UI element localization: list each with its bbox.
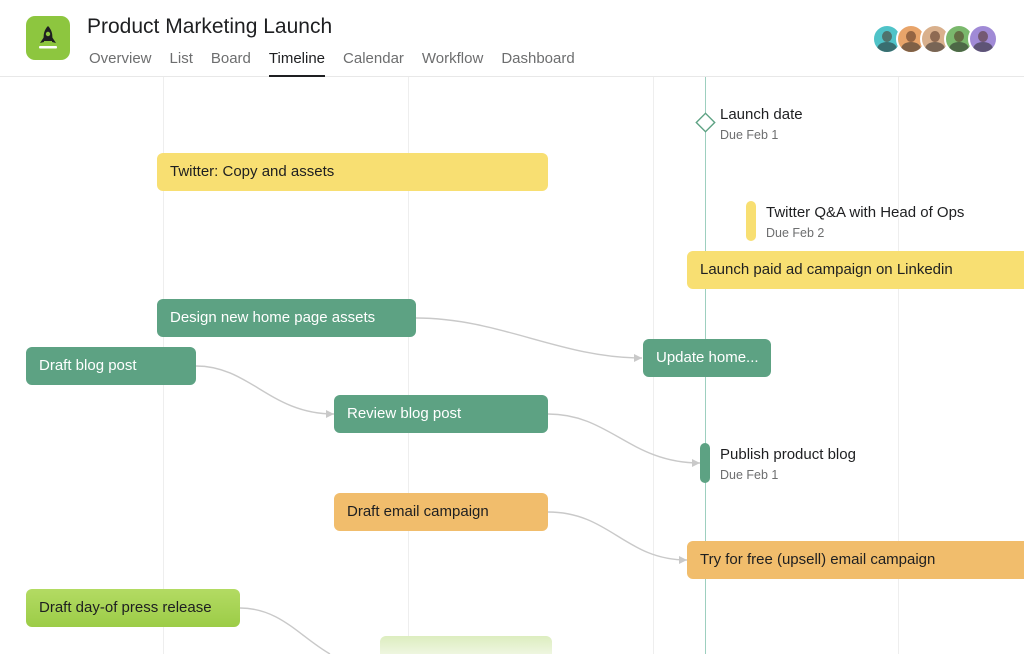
grid-line bbox=[408, 77, 409, 654]
milestone-diamond-icon bbox=[695, 112, 716, 133]
dependency-connectors bbox=[195, 112, 716, 654]
dependency-line bbox=[415, 317, 643, 359]
milestone-due-date: Due Feb 1 bbox=[720, 128, 779, 142]
avatar[interactable] bbox=[968, 24, 998, 54]
task-due-date: Due Feb 2 bbox=[766, 226, 825, 240]
tab-list[interactable]: List bbox=[169, 50, 193, 67]
task-bar-design-home-page[interactable]: Design new home page assets bbox=[157, 299, 416, 337]
member-avatars[interactable] bbox=[872, 24, 998, 54]
task-bar-press-release[interactable]: Draft day-of press release bbox=[26, 589, 240, 627]
project-header: Product Marketing Launch Overview List B… bbox=[0, 0, 1024, 77]
tab-calendar[interactable]: Calendar bbox=[343, 50, 404, 67]
task-bar-draft-email-campaign[interactable]: Draft email campaign bbox=[334, 493, 548, 531]
tab-workflow[interactable]: Workflow bbox=[421, 50, 484, 67]
dependency-line bbox=[547, 511, 688, 561]
task-bar-update-home[interactable]: Update home... bbox=[643, 339, 771, 377]
task-bar-partial[interactable] bbox=[380, 636, 552, 654]
grid-line bbox=[898, 77, 899, 654]
task-bar-review-blog-post[interactable]: Review blog post bbox=[334, 395, 548, 433]
timeline-canvas: Launch date Due Feb 1 Twitter: Copy and … bbox=[0, 77, 1024, 654]
task-marker[interactable] bbox=[746, 201, 756, 241]
project-title: Product Marketing Launch bbox=[87, 15, 333, 38]
task-bar-draft-blog-post[interactable]: Draft blog post bbox=[26, 347, 196, 385]
task-bar-paid-ad-linkedin[interactable]: Launch paid ad campaign on Linkedin bbox=[687, 251, 1024, 289]
task-bar-try-free-email[interactable]: Try for free (upsell) email campaign bbox=[687, 541, 1024, 579]
dependency-arrow bbox=[692, 459, 700, 467]
rocket-icon[interactable] bbox=[26, 16, 70, 60]
dependency-arrow bbox=[634, 354, 642, 362]
tab-timeline[interactable]: Timeline bbox=[268, 48, 326, 77]
task-marker[interactable] bbox=[700, 443, 710, 483]
task-bar-twitter-copy[interactable]: Twitter: Copy and assets bbox=[157, 153, 548, 191]
dependency-arrow bbox=[679, 556, 687, 564]
dependency-line bbox=[547, 413, 701, 464]
tab-dashboard[interactable]: Dashboard bbox=[501, 50, 575, 67]
dependency-line bbox=[195, 365, 335, 415]
task-twitter-qa[interactable]: Twitter Q&A with Head of Ops bbox=[766, 204, 965, 221]
dependency-arrow bbox=[326, 410, 334, 418]
tab-overview[interactable]: Overview bbox=[89, 50, 152, 67]
task-due-date: Due Feb 1 bbox=[720, 468, 779, 482]
tab-board[interactable]: Board bbox=[210, 50, 251, 67]
milestone-launch-date[interactable]: Launch date bbox=[720, 106, 803, 123]
dependency-line bbox=[239, 607, 331, 654]
task-publish-product-blog[interactable]: Publish product blog bbox=[720, 446, 856, 463]
project-tabs: Overview List Board Timeline Calendar Wo… bbox=[89, 48, 575, 77]
